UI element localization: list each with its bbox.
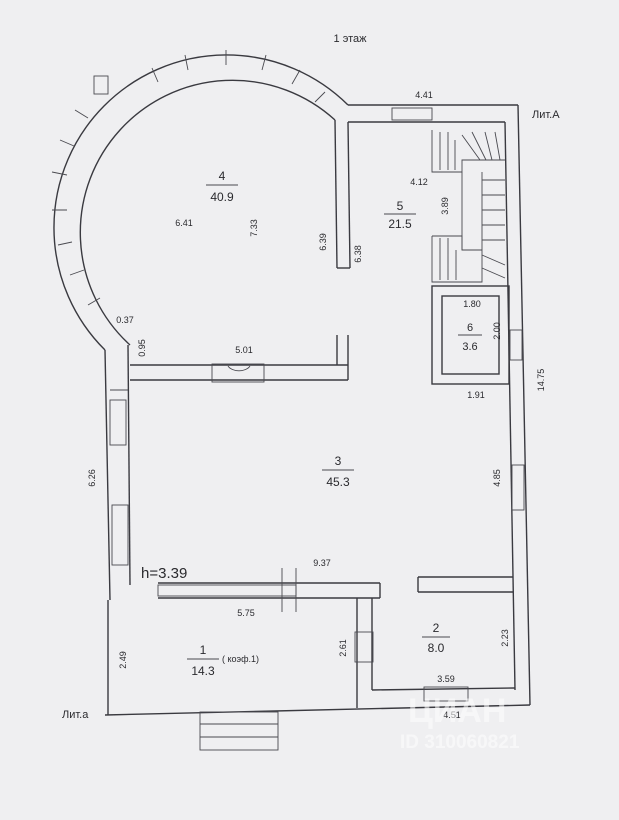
room-number-4: 4 bbox=[219, 169, 226, 183]
dim-0-37: 0.37 bbox=[116, 315, 134, 325]
staircase bbox=[431, 130, 506, 283]
dim-4-51: 4.51 bbox=[443, 710, 461, 720]
dim-14-75: 14.75 bbox=[536, 369, 546, 392]
room-number-5: 5 bbox=[397, 199, 404, 213]
dim-4-41-top: 4.41 bbox=[415, 90, 433, 100]
room-area-4: 40.9 bbox=[210, 190, 234, 204]
room-area-2: 8.0 bbox=[428, 641, 445, 655]
lit-label-main: Лит.А bbox=[532, 109, 560, 121]
watermark-id: ID 310060821 bbox=[400, 732, 520, 753]
dim-4-12: 4.12 bbox=[410, 177, 428, 187]
dim-6-39: 6.39 bbox=[318, 233, 328, 251]
cian-watermark: ЦИАН ID 310060821 bbox=[400, 692, 520, 753]
dim-7-33: 7.33 bbox=[249, 219, 259, 237]
watermark-brand: ЦИАН bbox=[408, 692, 506, 730]
dim-5-75: 5.75 bbox=[237, 608, 255, 618]
room-area-5: 21.5 bbox=[388, 217, 412, 231]
dim-6-38: 6.38 bbox=[353, 245, 363, 263]
floor-title: 1 этаж bbox=[334, 33, 368, 45]
room-area-1: 14.3 bbox=[191, 664, 215, 678]
dim-2-23: 2.23 bbox=[500, 629, 510, 647]
dim-0-95: 0.95 bbox=[137, 339, 147, 357]
dim-3-59: 3.59 bbox=[437, 674, 455, 684]
dim-3-89: 3.89 bbox=[440, 197, 450, 215]
dim-1-91: 1.91 bbox=[467, 390, 485, 400]
dim-6-41: 6.41 bbox=[175, 218, 193, 228]
room-number-6: 6 bbox=[467, 322, 473, 334]
room-number-1: 1 bbox=[200, 643, 207, 657]
dim-2-49: 2.49 bbox=[118, 651, 128, 669]
inner-walls bbox=[130, 119, 516, 708]
dim-9-37: 9.37 bbox=[313, 558, 331, 568]
dim-6-26: 6.26 bbox=[87, 469, 97, 487]
dim-4-85: 4.85 bbox=[492, 469, 502, 487]
room-number-2: 2 bbox=[433, 621, 440, 635]
coefficient-note: ( коэф.1) bbox=[222, 654, 259, 664]
room-area-6: 3.6 bbox=[462, 341, 477, 353]
dim-1-80: 1.80 bbox=[463, 299, 481, 309]
lit-label-annex: Лит.а bbox=[62, 709, 89, 721]
height-label: h=3.39 bbox=[141, 565, 187, 582]
room-area-3: 45.3 bbox=[326, 475, 350, 489]
outer-walls bbox=[51, 50, 531, 716]
dim-5-01: 5.01 bbox=[235, 345, 253, 355]
entrance-steps bbox=[199, 711, 279, 751]
dim-2-61: 2.61 bbox=[338, 639, 348, 657]
room-number-3: 3 bbox=[335, 454, 342, 468]
dim-2-00: 2.00 bbox=[492, 322, 502, 340]
